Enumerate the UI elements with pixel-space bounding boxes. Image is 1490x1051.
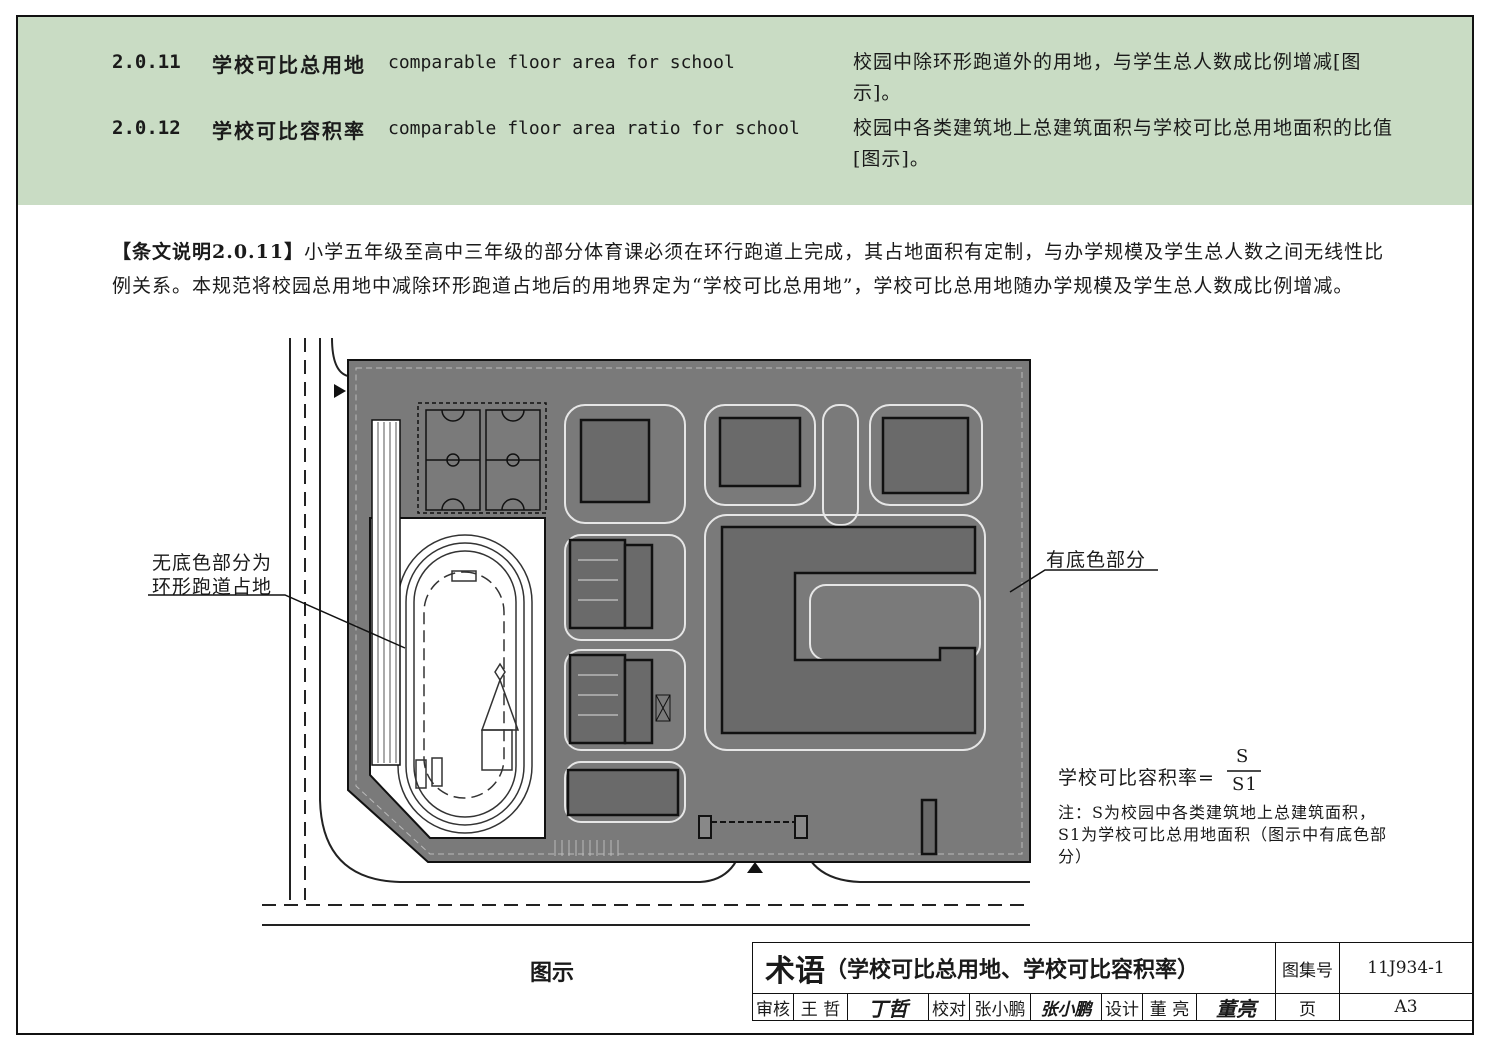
building (718, 416, 802, 488)
term-cn: 学校可比总用地 (212, 53, 366, 77)
check-signature: 张小鹏 (1030, 993, 1102, 1021)
entrance-arrow-icon (334, 384, 346, 398)
title-sub: （学校可比总用地、学校可比容积率） (825, 958, 1200, 983)
basketball-courts (417, 402, 547, 514)
title-main: 术语 (765, 954, 825, 989)
formula-denominator: S1 (1232, 774, 1258, 795)
building (881, 416, 970, 495)
formula-numerator: S (1236, 746, 1250, 767)
entrance-arrow-icon (747, 862, 763, 873)
explanation-paragraph: 【条文说明2.0.11】小学五年级至高中三年级的部分体育课必须在环行跑道上完成，… (112, 235, 1402, 303)
shaded-label: 有底色部分 (1046, 549, 1147, 571)
term-en: comparable floor area ratio for school (388, 118, 800, 139)
page-label: 页 (1275, 993, 1340, 1021)
page-number: A3 (1339, 993, 1473, 1021)
review-label: 审核 (752, 993, 794, 1021)
terms-band: 2.0.11 学校可比总用地 comparable floor area for… (18, 17, 1472, 205)
explanation-text: 小学五年级至高中三年级的部分体育课必须在环行跑道上完成，其占地面积有定制，与办学… (112, 241, 1385, 297)
review-signature: 丁哲 (847, 993, 929, 1021)
unshaded-label: 无底色部分为 (152, 552, 273, 574)
check-name: 张小鹏 (969, 993, 1031, 1021)
building (568, 538, 627, 630)
term-definition: 校园中除环形跑道外的用地，与学生总人数成比例增减[图示]。 (853, 51, 1362, 104)
check-label: 校对 (928, 993, 970, 1021)
explanation-tag: 【条文说明2.0.11】 (112, 241, 305, 263)
main-building (720, 525, 977, 735)
diagram-caption: 图示 (530, 961, 575, 986)
atlas-number: 11J934-1 (1339, 942, 1473, 994)
roads (262, 337, 1030, 926)
building (579, 418, 651, 504)
design-name: 董 亮 (1142, 993, 1197, 1021)
building (920, 798, 938, 856)
building (623, 543, 654, 630)
formula-note: 注：S为校园中各类建筑地上总建筑面积，S1为学校可比总用地面积（图示中有底色部分… (1058, 803, 1388, 866)
formula-label: 学校可比容积率= (1058, 767, 1215, 789)
atlas-label: 图集号 (1275, 942, 1340, 994)
term-number: 2.0.11 (112, 51, 181, 73)
term-cn: 学校可比容积率 (212, 119, 366, 143)
term-number: 2.0.12 (112, 117, 181, 139)
title-block: 术语（学校可比总用地、学校可比容积率） 图集号 11J934-1 审核 王 哲 … (738, 926, 1473, 1021)
design-signature: 董亮 (1196, 993, 1276, 1021)
main-gate (698, 815, 808, 839)
unshaded-label: 环形跑道占地 (152, 576, 273, 598)
review-name: 王 哲 (793, 993, 848, 1021)
building (623, 658, 654, 745)
drawing-frame: 2.0.11 学校可比总用地 comparable floor area for… (16, 15, 1474, 1035)
building (566, 768, 680, 817)
title-cell: 术语（学校可比总用地、学校可比容积率） (752, 942, 1276, 994)
term-en: comparable floor area for school (388, 52, 735, 73)
building (568, 653, 627, 745)
term-definition: 校园中各类建筑地上总建筑面积与学校可比总用地面积的比值[图示]。 (853, 117, 1394, 170)
buildings (566, 416, 977, 856)
design-label: 设计 (1101, 993, 1143, 1021)
